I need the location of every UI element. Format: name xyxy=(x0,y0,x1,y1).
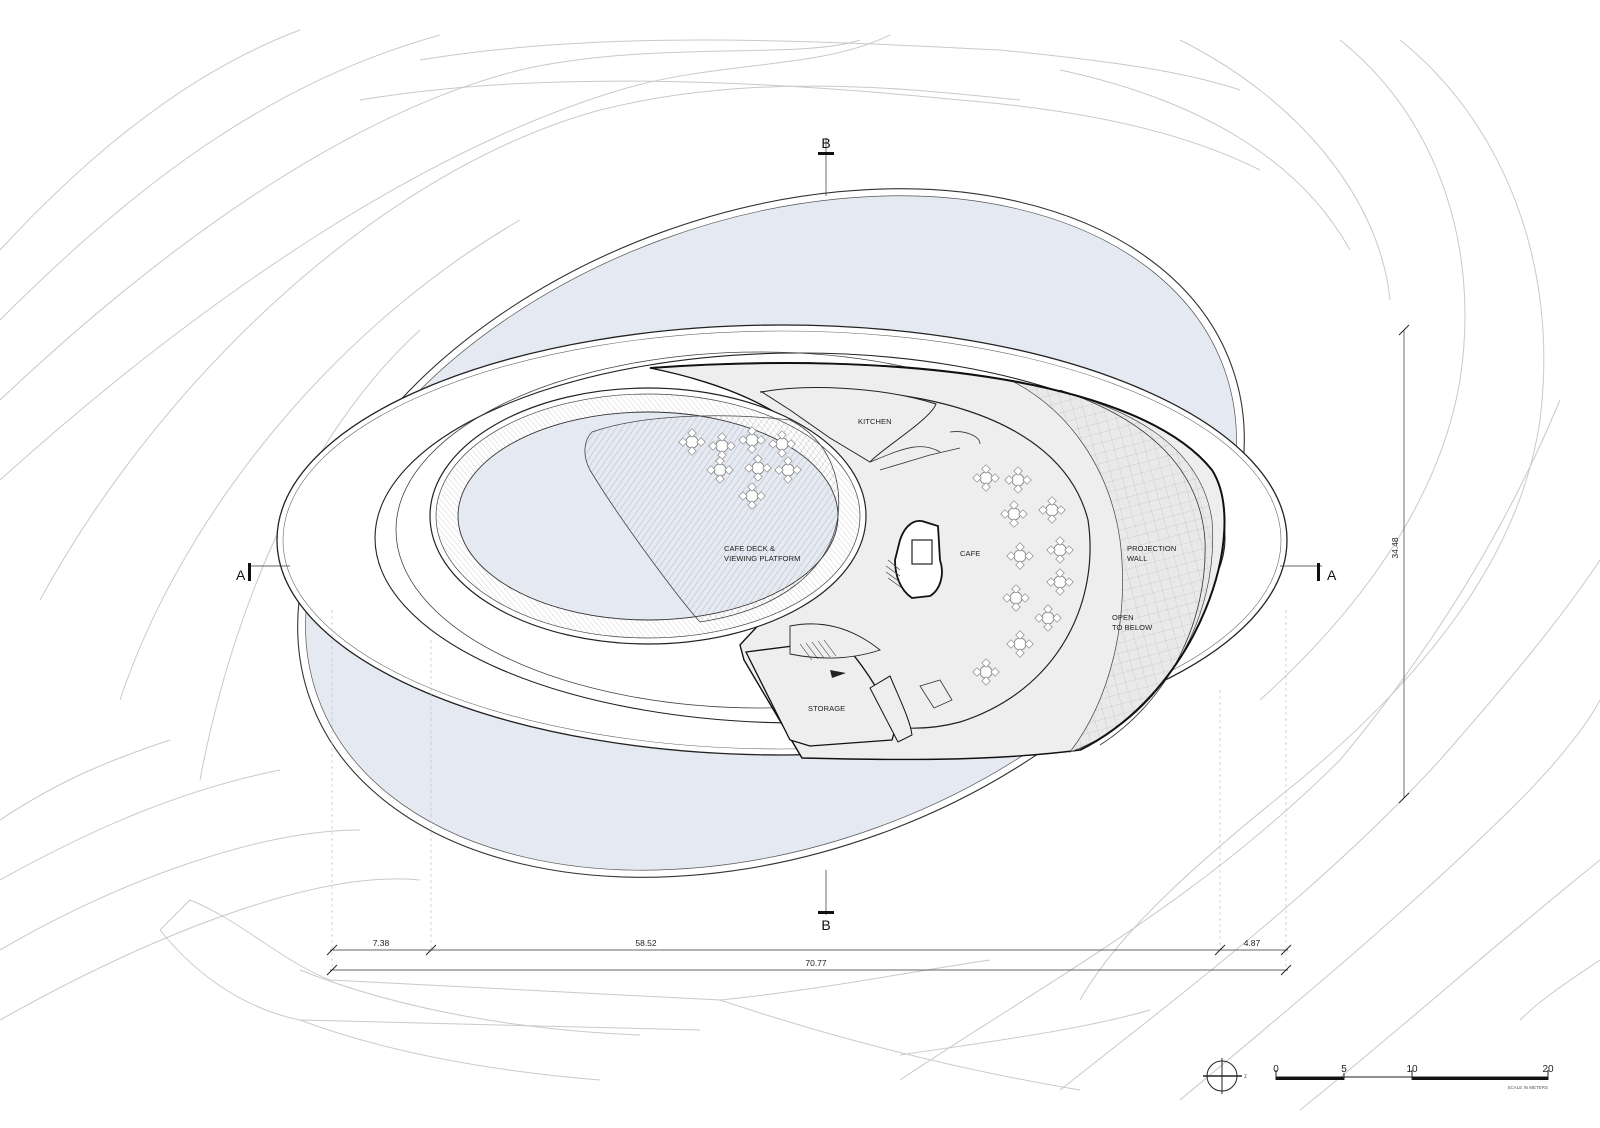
table-cluster xyxy=(972,464,1000,492)
dimension-lines: 7.38 58.52 4.87 70.77 34.48 xyxy=(326,324,1410,976)
label-cafe-deck-1: CAFE DECK & xyxy=(724,544,775,553)
table-cluster xyxy=(738,482,766,510)
scale-tick-0: 0 xyxy=(1273,1064,1279,1075)
label-open-1: OPEN xyxy=(1112,613,1134,622)
viewing-platform xyxy=(429,387,867,645)
table-cluster xyxy=(1046,536,1074,564)
service-rooms xyxy=(745,387,981,747)
dimension-total: 70.77 xyxy=(805,958,827,968)
dimension-vertical: 34.48 xyxy=(1390,537,1400,559)
section-a-right: A xyxy=(1327,567,1337,583)
table-cluster xyxy=(1038,496,1066,524)
label-storage: STORAGE xyxy=(808,704,845,713)
table-cluster xyxy=(1002,584,1030,612)
dimension-seg1: 7.38 xyxy=(373,938,390,948)
table-cluster xyxy=(972,658,1000,686)
dimension-seg3: 4.87 xyxy=(1244,938,1261,948)
table-cluster xyxy=(708,432,736,460)
table-cluster xyxy=(1004,466,1032,494)
scale-caption: SCALE IN METERS xyxy=(1507,1085,1548,1090)
room-labels: KITCHEN CAFE DECK & VIEWING PLATFORM CAF… xyxy=(724,417,1176,713)
table-cluster xyxy=(1034,604,1062,632)
label-cafe: CAFE xyxy=(960,549,980,558)
table-cluster xyxy=(1046,568,1074,596)
section-b-top: B xyxy=(821,135,830,151)
scale-bar: 0 5 10 20 SCALE IN METERS xyxy=(1273,1064,1554,1090)
label-projection-1: PROJECTION xyxy=(1127,544,1176,553)
label-cafe-deck-2: VIEWING PLATFORM xyxy=(724,554,800,563)
table-cluster xyxy=(738,426,766,454)
section-markers: B B A A xyxy=(236,135,1337,933)
section-a-left: A xyxy=(236,567,246,583)
section-b-bottom: B xyxy=(821,917,830,933)
north-arrow: z xyxy=(1203,1058,1247,1094)
scale-tick-5: 5 xyxy=(1341,1064,1347,1075)
table-cluster xyxy=(706,456,734,484)
scale-tick-20: 20 xyxy=(1542,1064,1554,1075)
table-cluster xyxy=(744,454,772,482)
label-open-2: TO BELOW xyxy=(1112,623,1153,632)
scale-tick-10: 10 xyxy=(1406,1064,1418,1075)
dimension-seg2: 58.52 xyxy=(635,938,657,948)
table-cluster xyxy=(678,428,706,456)
table-cluster xyxy=(1000,500,1028,528)
north-arrow-label: z xyxy=(1244,1074,1247,1080)
table-cluster xyxy=(1006,542,1034,570)
label-kitchen: KITCHEN xyxy=(858,417,892,426)
label-projection-2: WALL xyxy=(1127,554,1148,563)
table-cluster xyxy=(768,430,796,458)
site-contours xyxy=(0,29,1600,1111)
table-cluster xyxy=(774,456,802,484)
table-cluster xyxy=(1006,630,1034,658)
cafe-tables xyxy=(678,426,1074,686)
